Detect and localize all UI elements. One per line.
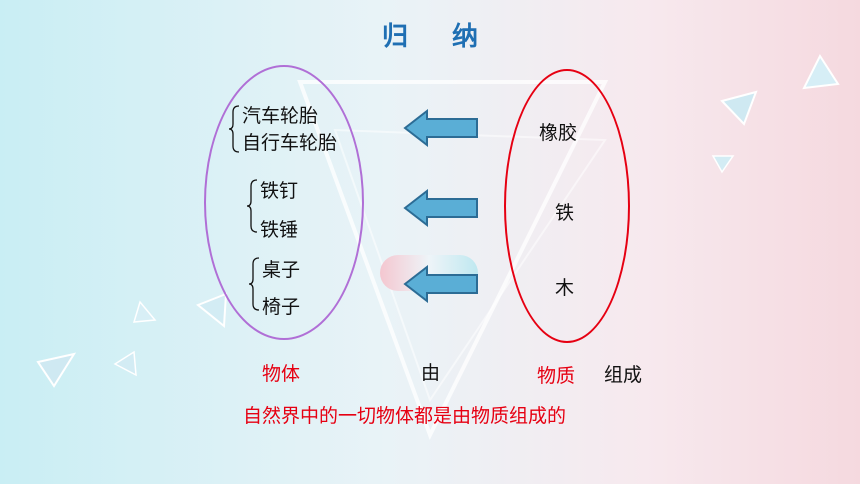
object-item: 自行车轮胎: [242, 132, 338, 154]
brace-group-3: [248, 257, 260, 311]
composed-label: 组成: [604, 364, 643, 386]
materials-label: 物质: [537, 365, 576, 387]
brace-group-1: [228, 105, 240, 153]
deco-triangle-7: [36, 352, 77, 388]
deco-triangle-2: [720, 90, 758, 126]
material-item: 铁: [555, 202, 575, 224]
material-item: 橡胶: [539, 122, 578, 144]
object-item: 椅子: [262, 296, 301, 318]
object-item: 铁钉: [260, 180, 299, 202]
objects-ellipse: [204, 65, 364, 340]
object-item: 桌子: [262, 259, 301, 281]
conclusion-text: 自然界中的一切物体都是由物质组成的: [243, 405, 567, 427]
deco-triangle-6: [113, 350, 137, 377]
deco-triangle-5: [132, 300, 157, 323]
left-arrow-icon: [403, 189, 478, 227]
objects-label: 物体: [262, 363, 301, 385]
left-arrow-icon: [403, 265, 478, 303]
deco-triangle-3: [711, 155, 735, 174]
object-item: 汽车轮胎: [242, 105, 319, 127]
deco-triangle-4: [196, 292, 228, 328]
deco-triangle-1: [802, 53, 840, 90]
brace-group-2: [246, 179, 258, 233]
from-label: 由: [421, 362, 441, 384]
material-item: 木: [555, 277, 575, 299]
slide-title: 归纳: [381, 22, 522, 52]
object-item: 铁锤: [260, 219, 299, 241]
left-arrow-icon: [403, 109, 478, 147]
materials-ellipse: [504, 69, 630, 343]
